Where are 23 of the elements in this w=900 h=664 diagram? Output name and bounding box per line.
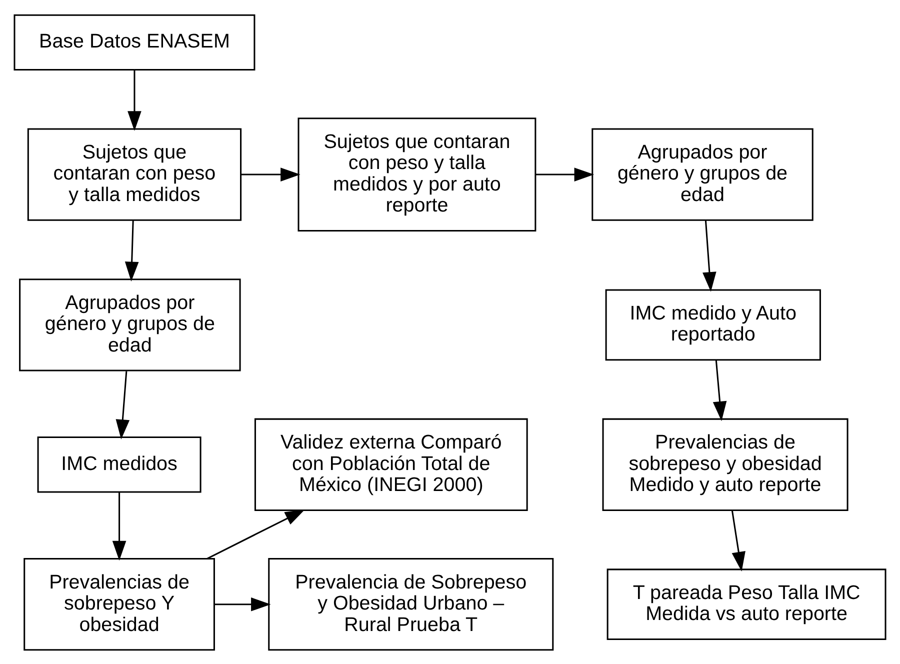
node-box: IMC medido y Auto reportado — [605, 288, 821, 360]
node-box: Validez externa Comparó con Población Total de México (INEGI 2000) — [254, 418, 528, 510]
arrow — [702, 220, 716, 292]
node-box: Sujetos que contaran con peso y talla medidos y por auto reporte — [298, 117, 536, 231]
arrow — [206, 509, 305, 559]
node-box: Agrupados por género y grupos de edad — [19, 278, 241, 371]
node-box: Prevalencias de sobrepeso Y obesidad — [24, 558, 215, 650]
arrow — [731, 510, 746, 572]
arrow — [214, 596, 271, 611]
node-box: Sujetos que contaran con peso y talla medidos — [27, 128, 242, 220]
arrow — [124, 220, 139, 282]
arrow — [112, 492, 126, 560]
arrow — [712, 360, 727, 421]
node-box: Agrupados por género y grupos de edad — [592, 128, 814, 220]
node-box: T pareada Peso Talla IMC Medida vs auto reporte — [606, 568, 886, 640]
node-box: Base Datos ENASEM — [14, 14, 256, 70]
arrow — [116, 370, 130, 439]
node-box: Prevalencia de Sobrepeso y Obesidad Urbano – Rural Prueba T — [268, 558, 554, 650]
node-box: Prevalencias de sobrepeso y obesidad Medido y auto reporte — [602, 418, 848, 510]
arrow — [128, 70, 142, 130]
node-box: IMC medidos — [37, 436, 202, 492]
arrow — [536, 167, 594, 181]
arrow — [240, 167, 300, 181]
